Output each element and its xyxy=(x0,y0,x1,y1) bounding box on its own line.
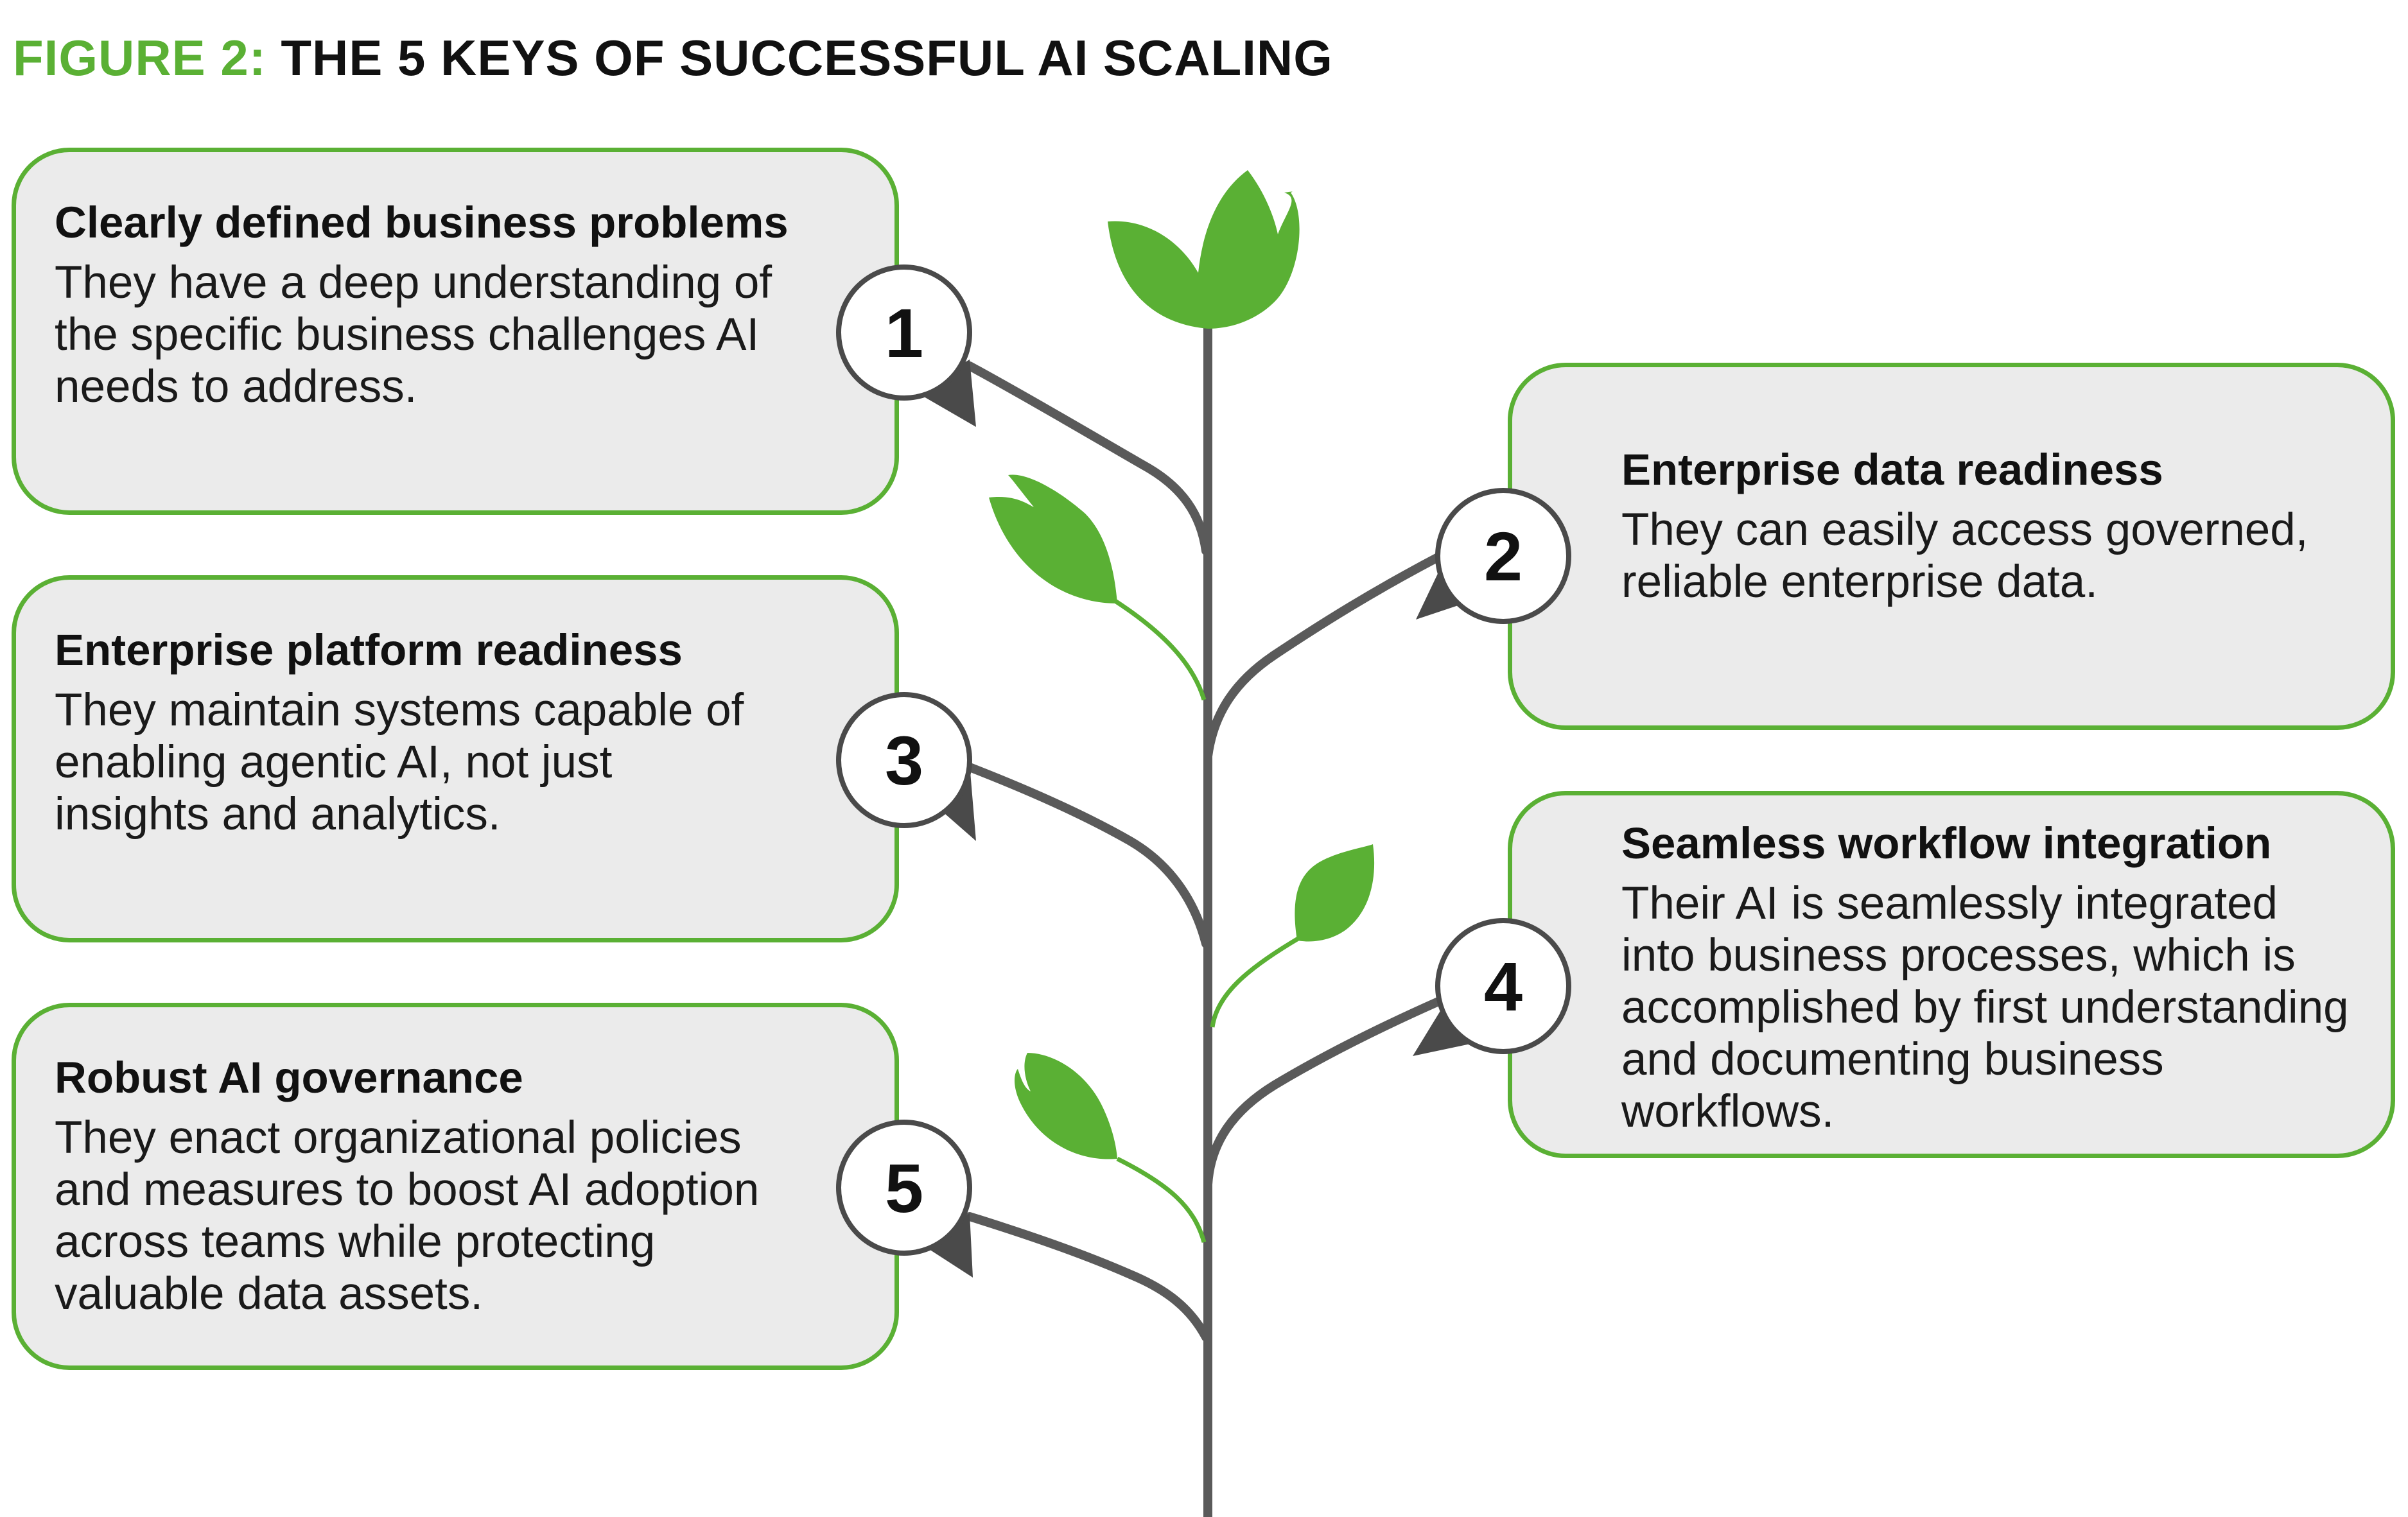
key-card-1: Clearly defined business problems They h… xyxy=(12,148,899,515)
key-card-3: Enterprise platform readiness They maint… xyxy=(12,575,899,942)
key-2-title: Enterprise data readiness xyxy=(1621,445,2163,494)
branch-5 xyxy=(965,1212,1210,1342)
arrow-5 xyxy=(918,1213,973,1278)
key-card-4: Seamless workflow integration Their AI i… xyxy=(1508,791,2395,1158)
key-1-title: Clearly defined business problems xyxy=(55,198,789,247)
figure-heading: THE 5 KEYS OF SUCCESSFUL AI SCALING xyxy=(281,30,1333,86)
key-5-title: Robust AI governance xyxy=(55,1053,523,1102)
key-4-description: Their AI is seamlessly integrated into b… xyxy=(1621,878,2349,1137)
top-bud-leaf xyxy=(1108,170,1300,329)
key-3-number-badge: 3 xyxy=(836,692,972,828)
key-4-title: Seamless workflow integration xyxy=(1621,819,2272,868)
leaf-stem-c xyxy=(1116,1156,1207,1243)
key-3-title: Enterprise platform readiness xyxy=(55,625,683,675)
key-1-description: They have a deep understanding of the sp… xyxy=(55,257,772,412)
figure-label: FIGURE 2: xyxy=(13,30,266,86)
key-2-description: They can easily access governed, reliabl… xyxy=(1621,505,2308,607)
key-2-number-badge: 2 xyxy=(1435,488,1571,624)
branch-4 xyxy=(1203,997,1443,1189)
arrow-1 xyxy=(915,360,976,427)
leaf-stem-a xyxy=(1113,598,1207,701)
key-card-2: Enterprise data readiness They can easil… xyxy=(1508,363,2395,730)
key-5-description: They enact organizational policies and m… xyxy=(55,1113,760,1319)
arrow-4 xyxy=(1413,998,1474,1056)
figure-title: FIGURE 2: THE 5 KEYS OF SUCCESSFUL AI SC… xyxy=(13,26,1333,90)
branch-2 xyxy=(1203,551,1446,761)
leaf-a xyxy=(989,474,1117,603)
branch-3 xyxy=(965,763,1210,948)
key-3-description: They maintain systems capable of enablin… xyxy=(55,685,744,840)
branch-1 xyxy=(965,361,1210,555)
key-1-number-badge: 1 xyxy=(836,264,972,401)
key-5-number-badge: 5 xyxy=(836,1120,972,1256)
leaf-b xyxy=(1295,844,1375,942)
key-card-5: Robust AI governance They enact organiza… xyxy=(12,1003,899,1370)
key-4-number-badge: 4 xyxy=(1435,918,1571,1054)
leaf-c xyxy=(1015,1053,1117,1159)
leaf-stem-b xyxy=(1210,935,1302,1028)
